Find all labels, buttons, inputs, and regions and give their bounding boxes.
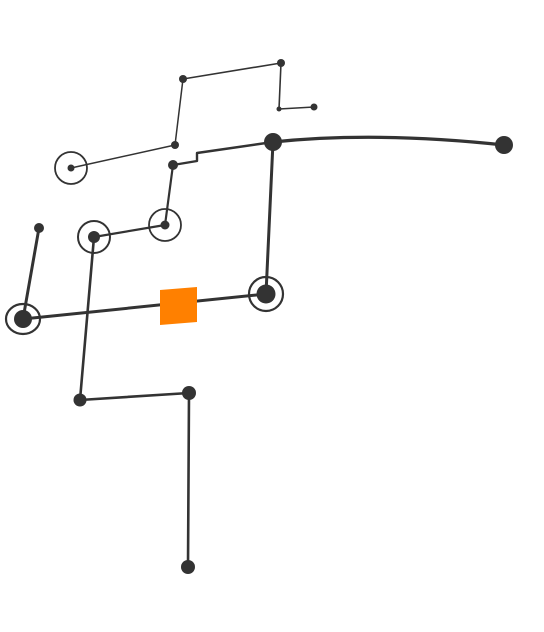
node-16 (182, 386, 196, 400)
node-4 (310, 103, 318, 111)
node-ring-5 (247, 275, 285, 313)
node-ring-2 (148, 208, 182, 242)
node-1 (179, 75, 187, 83)
node-13 (14, 310, 32, 328)
edge-1 (182, 62, 315, 110)
nodes-layer (14, 59, 513, 574)
edge-4 (271, 135, 506, 147)
node-8 (264, 133, 282, 151)
node-11 (88, 231, 100, 243)
node-12 (34, 223, 44, 233)
node-7 (168, 160, 178, 170)
rings-layer (4, 151, 285, 336)
markers-layer (160, 287, 197, 325)
node-6 (67, 164, 75, 172)
node-15 (73, 393, 87, 407)
edges-layer (21, 62, 506, 569)
node-5 (171, 141, 179, 149)
edge-7 (21, 292, 268, 321)
orange-square-marker (160, 287, 197, 325)
node-10 (160, 220, 170, 230)
edge-9 (78, 235, 191, 569)
node-14 (256, 284, 276, 304)
edge-2 (70, 78, 184, 169)
node-9 (495, 136, 513, 154)
node-17 (181, 560, 195, 574)
node-3 (276, 106, 282, 112)
node-2 (277, 59, 285, 67)
node-ring-4 (4, 302, 42, 336)
edge-3 (171, 140, 275, 167)
node-ring-3 (77, 220, 111, 254)
node-ring-1 (54, 151, 88, 185)
edge-8 (264, 140, 275, 296)
